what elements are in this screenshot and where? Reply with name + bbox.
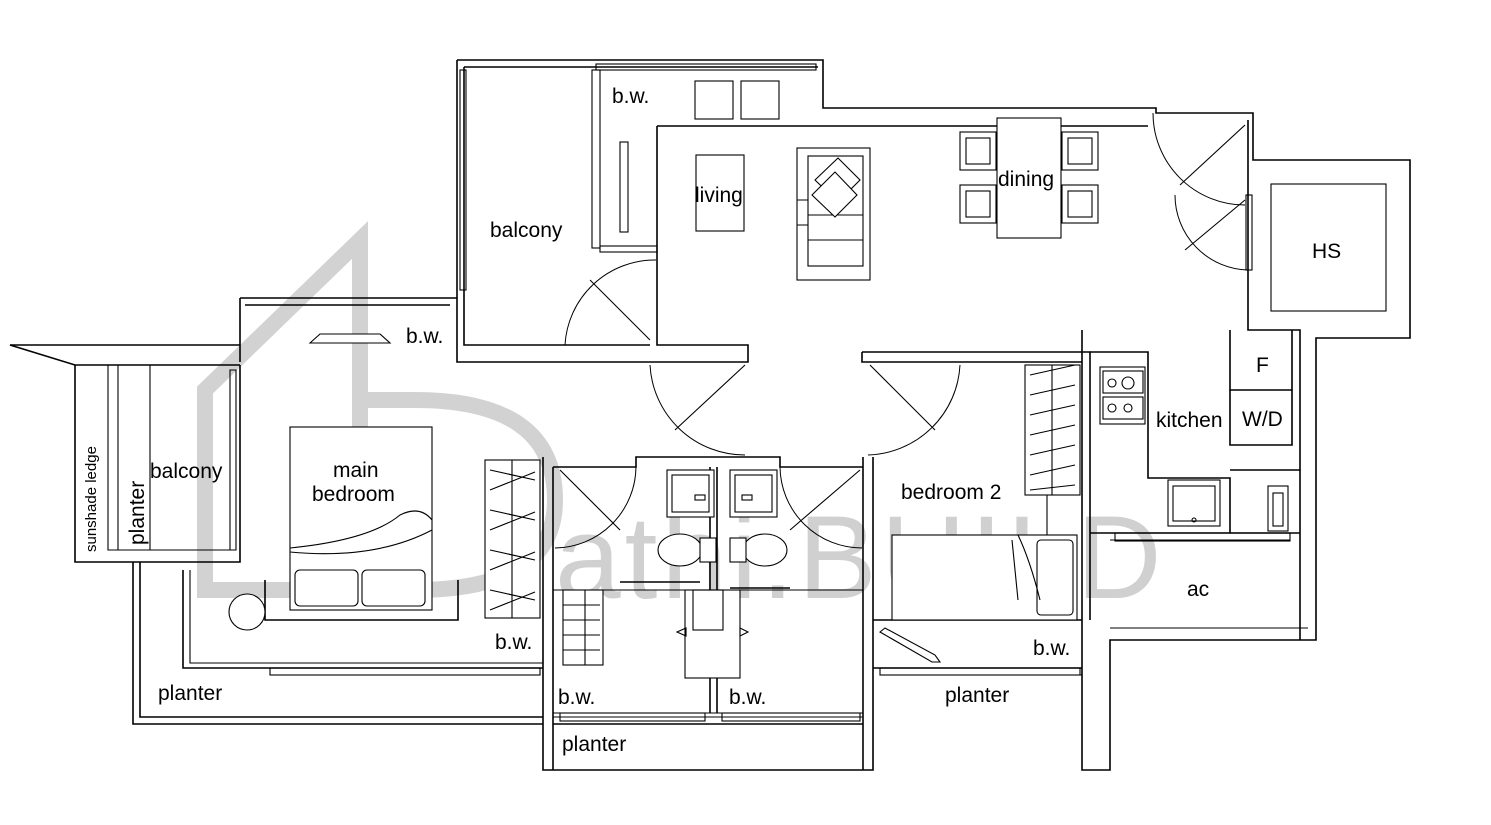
furniture: [228, 80, 1387, 679]
label-washer-dryer: W/D: [1242, 408, 1283, 431]
hob: [1099, 366, 1146, 425]
coffee-table: [695, 154, 745, 232]
room-labels: b.w. living dining balcony HS b.w. F W/D…: [83, 85, 1341, 756]
label-dining: dining: [998, 168, 1054, 191]
doors: [554, 112, 1253, 549]
label-hs: HS: [1312, 240, 1341, 263]
label-fridge: F: [1256, 354, 1269, 377]
windows: [269, 63, 1291, 722]
stool: [228, 593, 266, 631]
label-bedroom-2: bedroom 2: [901, 481, 1001, 504]
label-bw-main-bedroom: b.w.: [495, 631, 532, 654]
watermark-letter-d-icon: [360, 392, 564, 598]
label-ac: ac: [1187, 578, 1209, 601]
label-bw-bath-2: b.w.: [729, 686, 766, 709]
label-planter-bottom-right: planter: [945, 684, 1009, 707]
label-main-bedroom-1: main: [333, 459, 379, 482]
label-kitchen: kitchen: [1156, 409, 1223, 432]
label-balcony-top: balcony: [490, 219, 563, 242]
label-bw-mid: b.w.: [406, 325, 443, 348]
label-sunshade-ledge: sunshade ledge: [83, 446, 100, 552]
label-main-bedroom-2: bedroom: [312, 483, 395, 506]
label-living: living: [695, 184, 743, 207]
label-bw-bedroom-2: b.w.: [1033, 637, 1070, 660]
dining-table: [996, 117, 1062, 239]
label-bw-top: b.w.: [612, 85, 649, 108]
label-planter-left: planter: [126, 481, 149, 545]
label-bw-bath-1: b.w.: [558, 686, 595, 709]
label-planter-bottom-center: planter: [562, 733, 626, 756]
label-balcony-left: balcony: [150, 460, 223, 483]
sink: [1167, 479, 1221, 527]
bed-2: [891, 534, 1078, 621]
label-planter-bottom-left: planter: [158, 682, 222, 705]
household-shelter: [1270, 183, 1387, 312]
